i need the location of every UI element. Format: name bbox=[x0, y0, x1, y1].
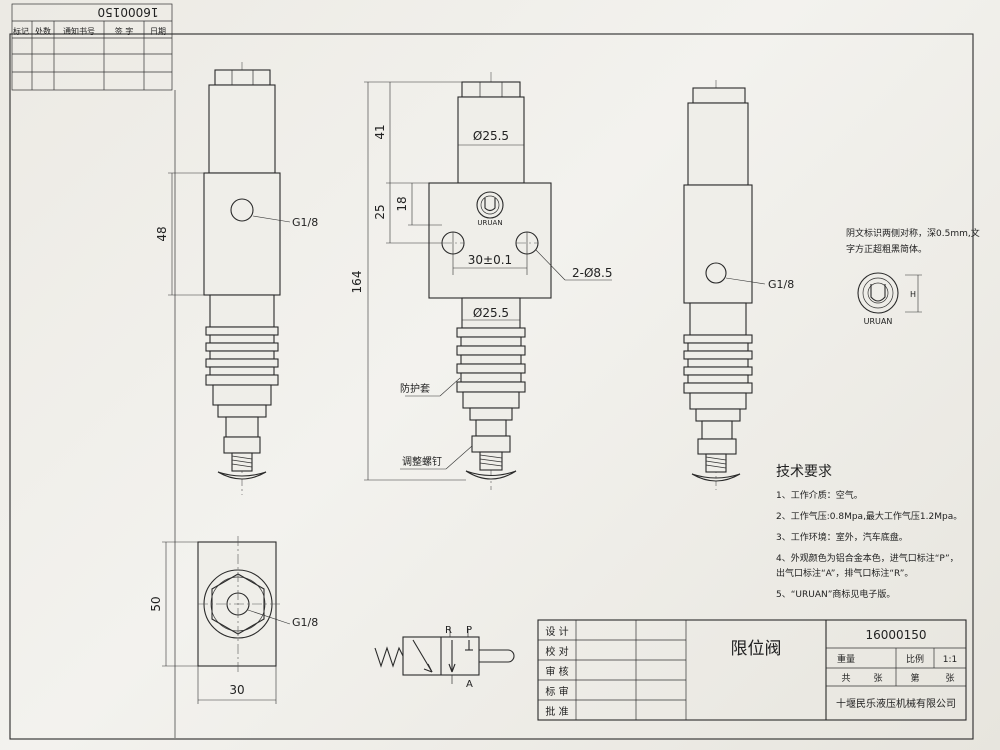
right-side-view: G1/8 bbox=[683, 80, 794, 490]
title-block: 设 计 校 对 审 核 标 审 批 准 限位阀 16000150 重量 比例 1… bbox=[537, 619, 967, 721]
title-drawing-number: 16000150 bbox=[865, 628, 926, 642]
bottom-dim-30: 30 bbox=[229, 683, 244, 697]
symbol-r: R bbox=[445, 625, 452, 636]
logo-note: 阴文标识两侧对称，深0.5mm,文 字方正超粗黑简体。 URUAN H bbox=[846, 227, 980, 326]
rev-header-mark: 标记 bbox=[13, 26, 29, 36]
bottom-dim-50: 50 bbox=[149, 596, 163, 611]
role-approve: 批 准 bbox=[545, 705, 568, 718]
front-view: URUAN 30±0.1 2-Ø8.5 Ø25.5 Ø25.5 bbox=[350, 72, 613, 490]
bottom-view: G1/8 50 30 bbox=[149, 536, 318, 704]
tech-requirements: 技术要求 1、工作介质：空气。 2、工作气压:0.8Mpa,最大工作气压1.2M… bbox=[776, 464, 962, 600]
valve-symbol: R P A bbox=[374, 625, 515, 690]
front-dim-18: 18 bbox=[395, 196, 409, 211]
role-design: 设 计 bbox=[545, 625, 568, 638]
logo-text: URUAN bbox=[864, 317, 893, 326]
front-dim-dia-top: Ø25.5 bbox=[473, 129, 509, 143]
rev-header-count: 处数 bbox=[35, 26, 51, 36]
total-label: 共 bbox=[841, 673, 850, 684]
symbol-a: A bbox=[466, 679, 473, 690]
rev-header-notice: 通知书号 bbox=[63, 26, 95, 36]
tech-item-4b: 出气口标注“A”，排气口标注“R”。 bbox=[776, 567, 913, 579]
sheet-unit-1: 张 bbox=[873, 673, 882, 684]
front-dim-41: 41 bbox=[373, 124, 387, 139]
weight-label: 重量 bbox=[837, 653, 855, 665]
tech-item-1: 1、工作介质：空气。 bbox=[776, 489, 863, 501]
role-review: 审 核 bbox=[545, 665, 568, 678]
role-standard: 标 审 bbox=[545, 685, 568, 698]
role-check: 校 对 bbox=[545, 645, 568, 658]
tech-item-3: 3、工作环境：室外，汽车底盘。 bbox=[776, 531, 908, 543]
front-dim-mount-holes: 2-Ø8.5 bbox=[572, 266, 613, 280]
inverted-drawing-number: 16000150 bbox=[97, 5, 158, 19]
front-dim-25: 25 bbox=[373, 204, 387, 219]
left-dim-48: 48 bbox=[155, 226, 169, 241]
left-port-label: G1/8 bbox=[292, 216, 318, 229]
front-dim-total: 164 bbox=[350, 271, 364, 294]
tech-item-2: 2、工作气压:0.8Mpa,最大工作气压1.2Mpa。 bbox=[776, 510, 962, 522]
label-adjust-screw: 调整螺钉 bbox=[402, 455, 442, 468]
logo-note-line2: 字方正超粗黑简体。 bbox=[846, 243, 927, 255]
rev-header-sign: 签 字 bbox=[115, 26, 134, 36]
logo-note-line1: 阴文标识两侧对称，深0.5mm,文 bbox=[846, 227, 980, 239]
company-name: 十堰民乐液压机械有限公司 bbox=[836, 697, 956, 710]
tech-title: 技术要求 bbox=[776, 464, 832, 480]
part-name: 限位阀 bbox=[731, 639, 782, 659]
sheet-unit-2: 张 bbox=[945, 673, 954, 684]
rev-header-date: 日期 bbox=[150, 27, 166, 36]
label-boot: 防护套 bbox=[400, 382, 430, 395]
front-dim-dia-bottom: Ø25.5 bbox=[473, 306, 509, 320]
bottom-port-label: G1/8 bbox=[292, 616, 318, 629]
tech-item-4: 4、外观颜色为铝合金本色，进气口标注“P”， bbox=[776, 552, 959, 564]
scale-label: 比例 bbox=[906, 653, 924, 665]
tech-item-5: 5、“URUAN”商标见电子版。 bbox=[776, 588, 895, 600]
outer-border bbox=[9, 33, 974, 740]
revision-block: 16000150 标记 处数 通知书号 签 字 日期 bbox=[11, 3, 173, 91]
symbol-p: P bbox=[466, 625, 472, 636]
scale-value: 1:1 bbox=[943, 655, 957, 665]
logo-dim-h: H bbox=[910, 290, 916, 299]
left-side-view: G1/8 48 bbox=[155, 62, 318, 495]
right-port-label: G1/8 bbox=[768, 278, 794, 291]
front-dim-hole-spacing: 30±0.1 bbox=[468, 253, 512, 267]
page-label: 第 bbox=[910, 672, 919, 684]
front-logo-text: URUAN bbox=[477, 219, 502, 227]
